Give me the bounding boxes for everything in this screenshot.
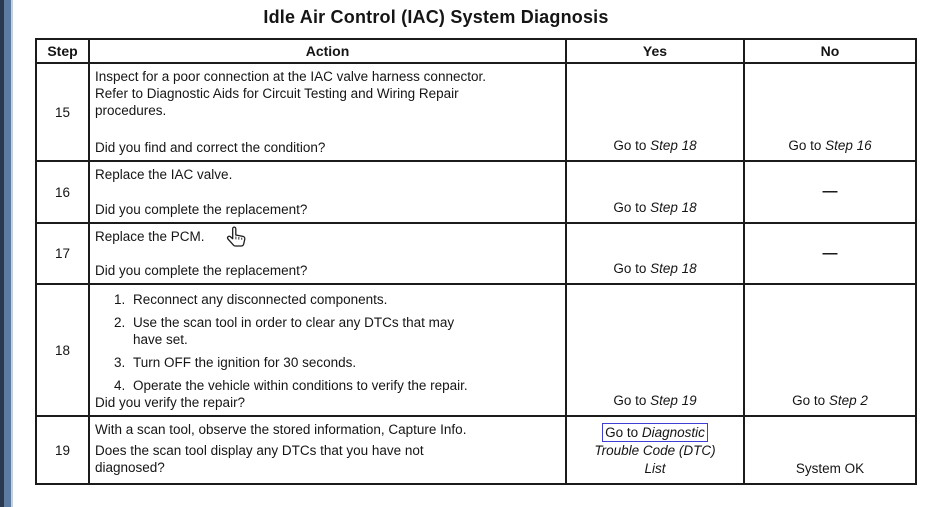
yes-cell-line: Go to Step 18: [569, 260, 741, 278]
text-segment: Go to: [788, 138, 826, 153]
table-row: 18Reconnect any disconnected components.…: [35, 283, 917, 417]
yes-cell-line: Go to Step 19: [569, 392, 741, 410]
no-cell-line: —: [747, 183, 913, 201]
text-segment: Go to: [605, 424, 642, 440]
action-cell: Inspect for a poor connection at the IAC…: [88, 62, 567, 162]
action-text: With a scan tool, observe the stored inf…: [95, 422, 467, 437]
no-cell: Go to Step 2: [743, 283, 917, 417]
text-segment: Step 18: [650, 200, 697, 215]
action-question: Did you verify the repair?: [95, 395, 246, 410]
window-edge: [0, 0, 4, 507]
text-segment: Step 19: [650, 393, 697, 408]
text-segment: Go to: [792, 393, 829, 408]
yes-cell: Go to Step 18: [565, 222, 745, 285]
text-segment: Step 18: [650, 138, 697, 153]
step-number: 15: [35, 62, 90, 162]
text-segment: Step 18: [650, 261, 697, 276]
yes-cell-line: Go to Diagnostic: [569, 422, 741, 442]
action-question: Did you complete the replacement?: [95, 263, 308, 278]
action-list-item: Operate the vehicle within conditions to…: [129, 377, 559, 394]
no-cell: Go to Step 16: [743, 62, 917, 162]
action-cell: Reconnect any disconnected components. Us…: [88, 283, 567, 417]
text-segment: Go to: [613, 393, 651, 408]
action-cell: Replace the PCM. Did you complete the rep…: [88, 222, 567, 285]
no-cell: —: [743, 222, 917, 285]
text-segment: System OK: [795, 461, 865, 476]
no-cell-line: System OK: [747, 460, 913, 478]
table-row: 16 Replace the IAC valve. Did you complete…: [35, 160, 917, 224]
no-cell: —: [743, 160, 917, 224]
yes-cell-line: Go to Step 18: [569, 137, 741, 155]
hand-pointer-cursor-icon: [226, 226, 246, 247]
action-cell: Replace the IAC valve. Did you complete t…: [88, 160, 567, 224]
yes-cell-line: Go to Step 18: [569, 199, 741, 217]
action-text: Replace the IAC valve.: [95, 167, 233, 182]
action-list-item: Reconnect any disconnected components.: [129, 291, 559, 308]
col-header-step: Step: [35, 38, 90, 64]
text-segment: Diagnostic: [641, 424, 705, 440]
action-text: Does the scan tool display any DTCs that…: [95, 443, 424, 475]
text-segment: —: [822, 244, 838, 262]
action-text: Replace the PCM.: [95, 229, 205, 244]
action-list: Reconnect any disconnected components. Us…: [95, 291, 559, 394]
step-number: 16: [35, 160, 90, 224]
col-header-yes: Yes: [565, 38, 745, 64]
action-list-item: Use the scan tool in order to clear any …: [129, 314, 559, 348]
action-text: Inspect for a poor connection at the IAC…: [95, 69, 486, 118]
col-header-action: Action: [88, 38, 567, 64]
text-segment: Go to: [613, 138, 651, 153]
text-segment: —: [822, 183, 838, 200]
page-title: Idle Air Control (IAC) System Diagnosis: [263, 7, 609, 27]
step-number: 19: [35, 415, 90, 485]
action-cell: With a scan tool, observe the stored inf…: [88, 415, 567, 485]
step-number: 18: [35, 283, 90, 417]
header-row: Step Action Yes No: [35, 38, 917, 64]
col-header-no: No: [743, 38, 917, 64]
text-segment: List: [644, 460, 666, 476]
table-row: 19 With a scan tool, observe the stored i…: [35, 415, 917, 485]
yes-cell-line: Trouble Code (DTC): [569, 442, 741, 460]
yes-cell: Go to Step 18: [565, 62, 745, 162]
text-segment: Go to: [613, 261, 651, 276]
action-question: Did you complete the replacement?: [95, 202, 308, 217]
no-cell: System OK: [743, 415, 917, 485]
no-cell-line: Go to Step 16: [747, 137, 913, 155]
table-row: 17 Replace the PCM. Did you complete the r…: [35, 222, 917, 285]
text-segment: Go to: [613, 200, 651, 215]
step-number: 17: [35, 222, 90, 285]
text-segment: Step 2: [828, 393, 868, 408]
text-segment: Step 16: [825, 138, 872, 153]
yes-cell-line: List: [569, 460, 741, 478]
action-list-item: Turn OFF the ignition for 30 seconds.: [129, 354, 559, 371]
yes-cell: Go to Step 18: [565, 160, 745, 224]
window-edge-highlight: [4, 0, 11, 507]
action-question: Did you find and correct the condition?: [95, 140, 326, 155]
text-segment: Trouble Code (DTC): [594, 442, 716, 458]
window-edge-divider: [11, 0, 13, 507]
no-cell-line: Go to Step 2: [747, 392, 913, 410]
yes-cell: Go to Step 19: [565, 283, 745, 417]
no-cell-line: —: [747, 245, 913, 263]
link-focus-box[interactable]: Go to Diagnostic: [602, 422, 708, 442]
